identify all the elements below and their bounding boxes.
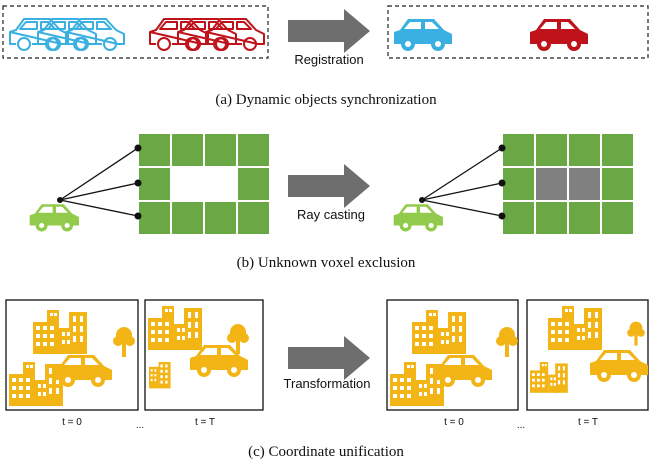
blue-car-outline-group <box>9 18 125 51</box>
caption-c: (c) Coordinate unification <box>248 444 404 460</box>
green-car-icon-right <box>393 204 443 232</box>
registration-arrow-icon <box>288 9 370 53</box>
frame-4-time-label: t = T <box>578 417 598 428</box>
caption-b: (b) Unknown voxel exclusion <box>237 255 416 271</box>
ellipsis-left: ... <box>136 420 144 431</box>
panel-c: t = 0 ... t = T Transformation <box>5 299 649 460</box>
ray-endpoints-after <box>419 144 506 220</box>
registration-label: Registration <box>294 52 363 67</box>
green-car-icon <box>29 204 80 232</box>
frame-3-time-label: t = 0 <box>444 417 464 428</box>
frame-2-time-label: t = T <box>195 417 215 428</box>
voxel-grid-before <box>137 132 271 236</box>
source-objects-box <box>2 5 269 59</box>
frame-tT-after <box>526 299 649 411</box>
panel-b: Ray casting (b) Unknown voxel exclusion <box>29 132 635 271</box>
red-car-outline-group <box>149 18 265 51</box>
ray-casting-label: Ray casting <box>297 207 365 222</box>
transformation-arrow-icon <box>288 336 370 380</box>
caption-a: (a) Dynamic objects synchronization <box>215 92 437 108</box>
frame-t0-before <box>5 299 139 411</box>
frame-1-time-label: t = 0 <box>62 417 82 428</box>
ray-lines-before <box>59 147 139 217</box>
ellipsis-right: ... <box>517 420 525 431</box>
frame-tT-before <box>144 299 264 411</box>
panel-a: Registration (a) Dynamic objects synchro… <box>2 5 649 108</box>
blue-car-icon <box>394 19 452 51</box>
transformation-label: Transformation <box>284 376 371 391</box>
ray-endpoints-before <box>57 144 142 220</box>
ray-lines-after <box>421 147 503 217</box>
excluded-voxels <box>534 166 602 202</box>
ray-casting-arrow-icon <box>288 164 370 208</box>
frame-t0-after <box>386 299 519 411</box>
red-car-icon <box>530 19 588 51</box>
synchronized-objects-box <box>387 5 649 59</box>
voxel-grid-after <box>501 132 635 236</box>
